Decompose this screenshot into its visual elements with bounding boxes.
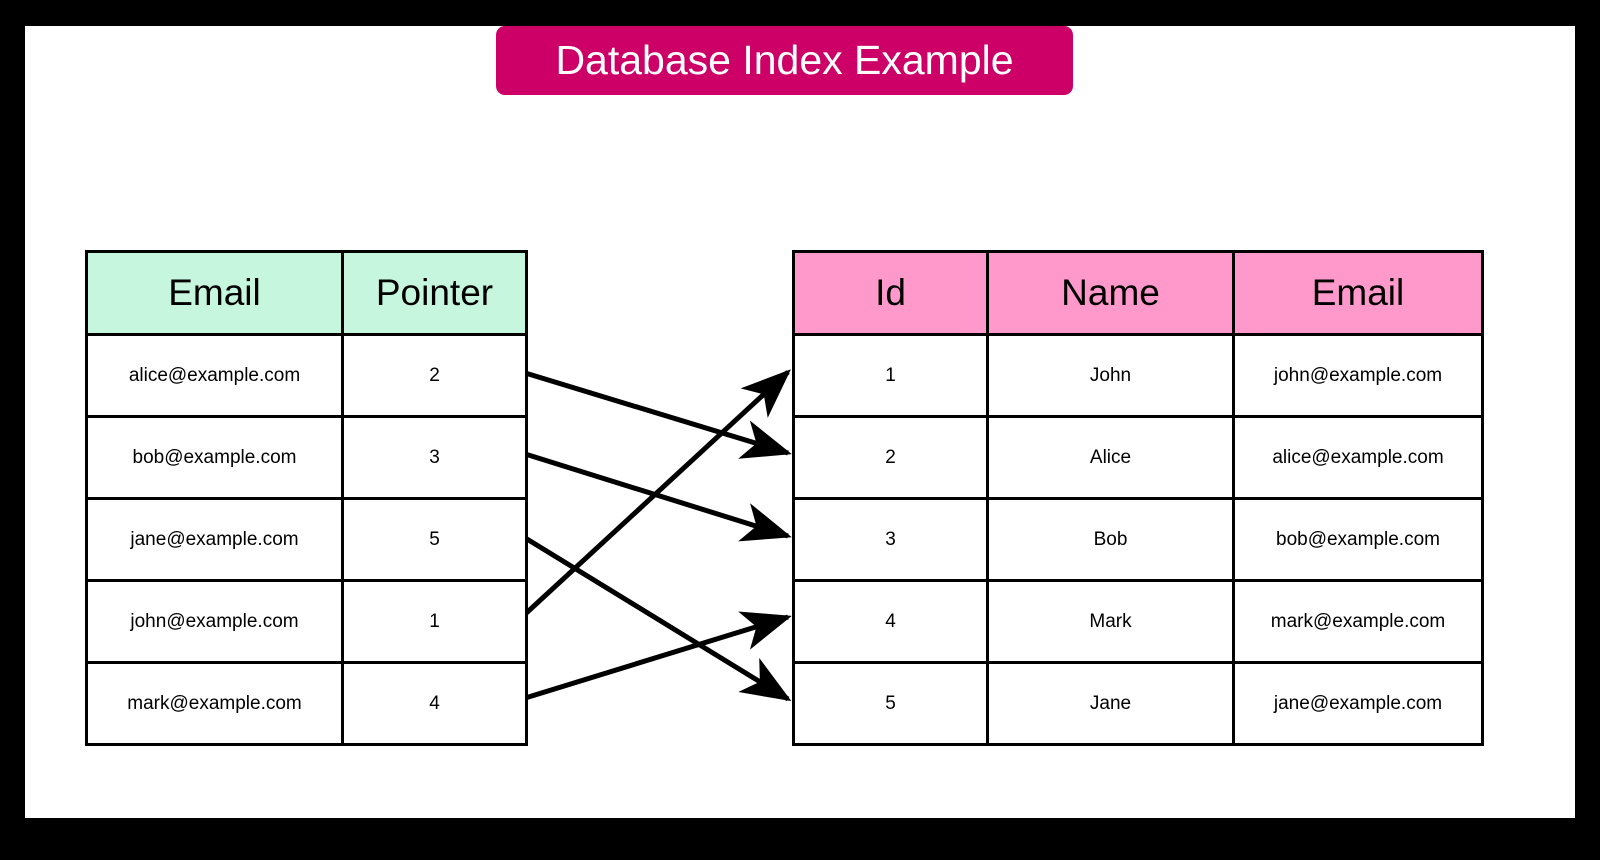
diagram-canvas: Database Index Example Emai xyxy=(25,26,1575,818)
index-cell-pointer: 1 xyxy=(341,579,528,664)
data-cell-email: jane@example.com xyxy=(1232,661,1484,746)
data-table-header-row: Id Name Email xyxy=(792,250,1484,336)
index-cell-email: jane@example.com xyxy=(85,497,344,582)
data-table: Id Name Email 1 John john@example.com 2 … xyxy=(792,250,1484,746)
index-cell-pointer: 5 xyxy=(341,497,528,582)
arrow-alice-to-id2 xyxy=(521,369,792,459)
index-cell-email: mark@example.com xyxy=(85,661,344,746)
data-cell-id: 4 xyxy=(792,579,989,664)
data-header-email: Email xyxy=(1232,250,1484,336)
index-cell-email: john@example.com xyxy=(85,579,344,664)
data-cell-email: john@example.com xyxy=(1232,333,1484,418)
index-table-header-row: Email Pointer xyxy=(85,250,528,336)
index-cell-pointer: 3 xyxy=(341,415,528,500)
arrow-jane-to-id5 xyxy=(520,533,792,702)
arrow-mark-to-id4 xyxy=(521,611,792,702)
table-row[interactable]: jane@example.com 5 xyxy=(85,497,528,582)
data-header-name: Name xyxy=(986,250,1235,336)
arrow-john-to-id1 xyxy=(520,369,791,619)
index-table: Email Pointer alice@example.com 2 bob@ex… xyxy=(85,250,528,746)
arrow-bob-to-id3 xyxy=(521,450,792,542)
table-row[interactable]: john@example.com 1 xyxy=(85,579,528,664)
data-cell-id: 2 xyxy=(792,415,989,500)
data-cell-name: John xyxy=(986,333,1235,418)
data-cell-name: Bob xyxy=(986,497,1235,582)
data-cell-email: alice@example.com xyxy=(1232,415,1484,500)
table-row[interactable]: 4 Mark mark@example.com xyxy=(792,579,1484,664)
table-row[interactable]: bob@example.com 3 xyxy=(85,415,528,500)
index-header-email: Email xyxy=(85,250,344,336)
data-cell-id: 3 xyxy=(792,497,989,582)
data-cell-id: 1 xyxy=(792,333,989,418)
table-row[interactable]: alice@example.com 2 xyxy=(85,333,528,418)
data-cell-name: Alice xyxy=(986,415,1235,500)
data-cell-name: Mark xyxy=(986,579,1235,664)
index-cell-pointer: 2 xyxy=(341,333,528,418)
index-cell-pointer: 4 xyxy=(341,661,528,746)
table-row[interactable]: 5 Jane jane@example.com xyxy=(792,661,1484,746)
data-cell-id: 5 xyxy=(792,661,989,746)
index-cell-email: bob@example.com xyxy=(85,415,344,500)
table-row[interactable]: 1 John john@example.com xyxy=(792,333,1484,418)
table-row[interactable]: 2 Alice alice@example.com xyxy=(792,415,1484,500)
data-cell-name: Jane xyxy=(986,661,1235,746)
index-header-pointer: Pointer xyxy=(341,250,528,336)
data-cell-email: bob@example.com xyxy=(1232,497,1484,582)
title-banner: Database Index Example xyxy=(496,26,1073,95)
page-title: Database Index Example xyxy=(555,37,1014,83)
data-header-id: Id xyxy=(792,250,989,336)
index-cell-email: alice@example.com xyxy=(85,333,344,418)
table-row[interactable]: mark@example.com 4 xyxy=(85,661,528,746)
data-cell-email: mark@example.com xyxy=(1232,579,1484,664)
table-row[interactable]: 3 Bob bob@example.com xyxy=(792,497,1484,582)
